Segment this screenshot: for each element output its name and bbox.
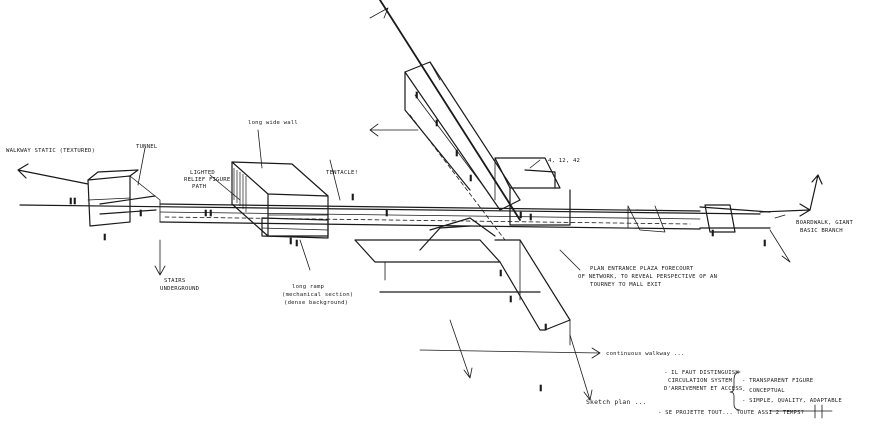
pointer-lines (137, 129, 786, 271)
right-end-block (627, 204, 736, 233)
long-ramp-block (261, 217, 329, 239)
note-signature: Sketch plan ... (586, 398, 647, 406)
note-brace-3: - SIMPLE, QUALITY, ADAPTABLE (742, 398, 842, 404)
note-right-2: BASIC BRANCH (800, 228, 843, 234)
note-lighted-1: LIGHTED (190, 170, 215, 176)
note-stairs-1: STAIRS (164, 278, 185, 284)
note-bottom-question: - SE PROJETTE TOUT... TOUTE ASSI 2 TEMPS… (658, 410, 804, 416)
note-numbers: 4, 12, 42 (548, 158, 580, 164)
wide-wall-block (231, 161, 329, 237)
note-bottom-1: - IL FAUT DISTINGUISH (664, 370, 739, 376)
notes: WALKWAY STATIC (TEXTURED) TUNNEL long wi… (6, 120, 854, 416)
note-center-3: TOURNEY TO MALL EXIT (590, 282, 662, 288)
note-long-ramp-3: (dense background) (284, 300, 348, 306)
note-left-title: WALKWAY STATIC (TEXTURED) (6, 148, 95, 154)
note-bottom-3: D'ARRIVEMENT ET ACCESS (664, 386, 743, 392)
note-center-1: PLAN ENTRANCE PLAZA FORECOURT (590, 266, 694, 272)
central-node (494, 157, 571, 226)
note-long-ramp-2: (mechanical section) (282, 292, 353, 298)
note-right-1: BOARDWALK, GIANT (796, 220, 854, 226)
note-bottom-2: CIRCULATION SYSTEM (668, 378, 733, 384)
brace (729, 371, 833, 419)
note-long-ramp-1: long ramp (292, 284, 325, 290)
note-lighted-2: RELIEF FIGURE (184, 177, 231, 183)
direction-arrows (17, 7, 823, 401)
human-figures (69, 91, 766, 392)
note-lighted-3: PATH (192, 184, 206, 190)
note-tentacle: TENTACLE! (326, 170, 358, 176)
lower-branch (354, 217, 571, 346)
note-brace-1: - TRANSPARENT FIGURE (742, 378, 814, 384)
note-center-2: OF NETWORK, TO REVEAL PERSPECTIVE OF AN (578, 274, 717, 280)
note-stairs-2: UNDERGROUND (160, 286, 200, 292)
diagonal-tower (379, 0, 521, 241)
note-long-wide-wall: long wide wall (248, 120, 298, 126)
main-walkway (19, 203, 771, 230)
tunnel-block (87, 169, 161, 227)
note-tunnel: TUNNEL (136, 144, 158, 150)
note-brace-2: - CONCEPTUAL (742, 388, 785, 394)
note-continuous: continuous walkway ... (606, 351, 685, 357)
